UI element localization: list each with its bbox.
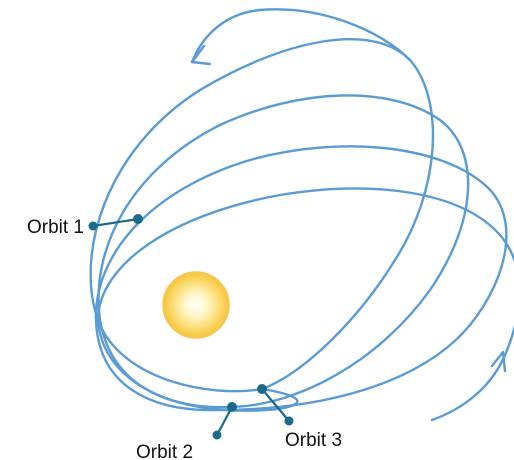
orbit-3-perihelion-dot: [257, 384, 267, 394]
orbit-tail-bottom: [430, 353, 507, 422]
orbit-4-lower: [96, 316, 299, 412]
orbit-2-marker: [212, 430, 222, 440]
orbit-2-leader: [216, 406, 233, 436]
orbit-1-tail: [190, 8, 412, 64]
orbit-3-label: Orbit 3: [285, 430, 342, 451]
orbit-2-label: Orbit 2: [136, 442, 193, 460]
orbit-1-path: [89, 38, 435, 393]
orbit-1-leader: [92, 217, 139, 228]
arrowhead-icon: [490, 350, 507, 373]
sun-icon: [162, 271, 230, 339]
orbit-2-path: [97, 94, 470, 409]
orbit-1-perihelion-dot: [133, 214, 143, 224]
orbit-2-perihelion-dot: [227, 402, 237, 412]
orbit-3-path: [94, 145, 508, 412]
orbit-1-marker: [88, 221, 98, 231]
orbit-4-path: [96, 187, 514, 357]
arrowhead-icon: [190, 44, 212, 66]
orbit-1-label: Orbit 1: [27, 217, 84, 238]
orbit-3-leader: [261, 388, 290, 422]
orbit-3-marker: [284, 416, 294, 426]
